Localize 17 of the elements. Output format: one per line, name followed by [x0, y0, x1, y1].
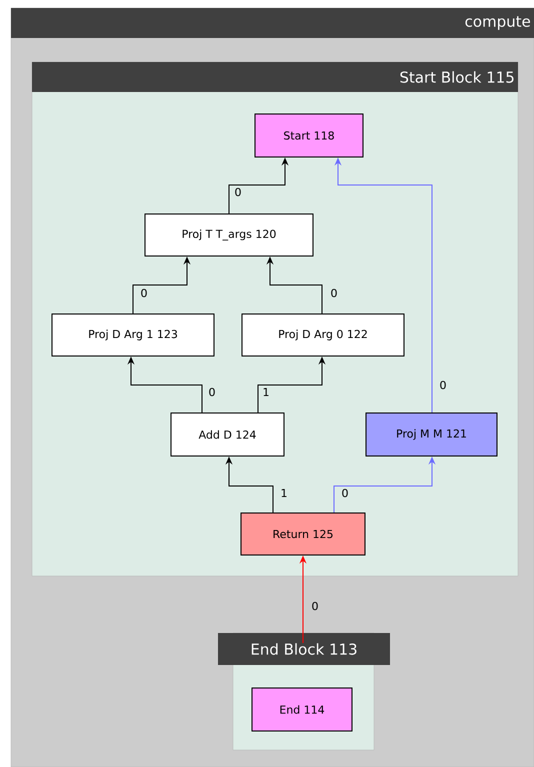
node-box: Start 118: [254, 114, 364, 158]
node-box: Proj T T_args 120: [144, 214, 314, 256]
node-box: Proj D Arg 1 123: [52, 314, 214, 356]
node-box: Proj D Arg 0 122: [242, 314, 404, 356]
edge-label: 0: [331, 288, 337, 298]
node-box: Add D 124: [170, 412, 284, 456]
edge-label: 1: [282, 489, 286, 497]
edge-label: 0: [440, 380, 446, 390]
edge-label: 0: [141, 288, 147, 298]
edge-label: 1: [264, 388, 268, 396]
edge-label: 0: [342, 488, 348, 498]
edge-label: 0: [235, 188, 241, 196]
node-box: End 114: [252, 688, 352, 732]
edge-label: 0: [209, 388, 215, 396]
edge-label: 0: [312, 602, 318, 610]
node-box: Return 125: [240, 512, 366, 556]
node-box: Proj M M 121: [366, 412, 498, 456]
